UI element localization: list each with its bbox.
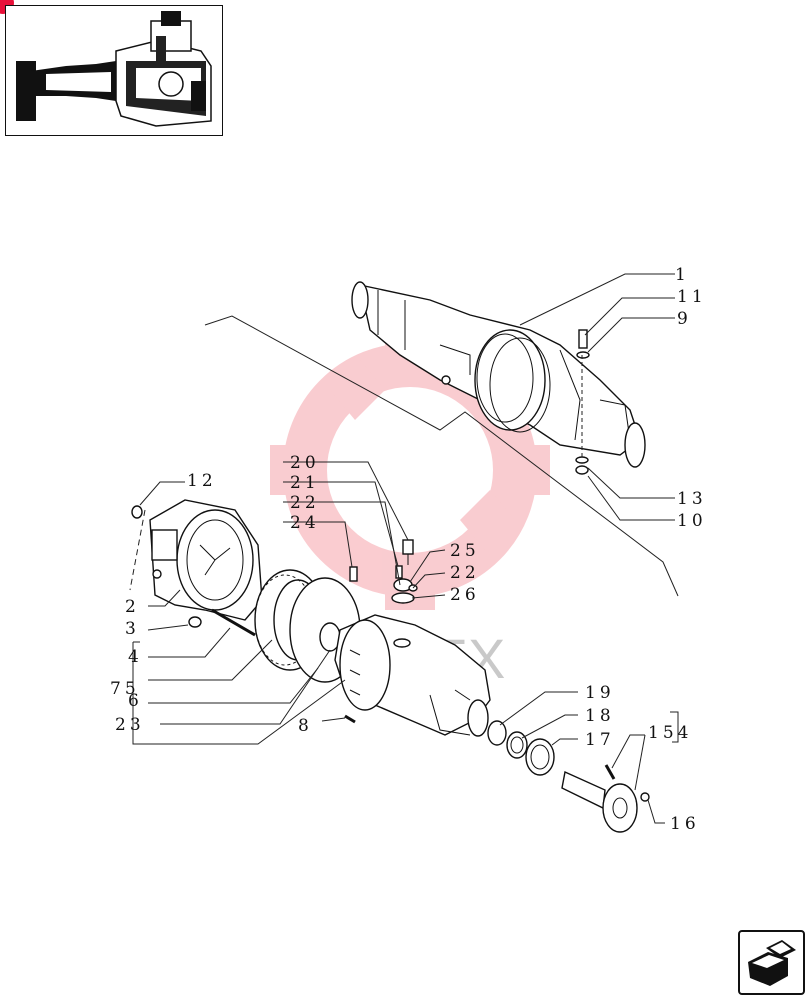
screw-8-part [344, 714, 356, 724]
seal-19-part [487, 720, 507, 746]
label-17: 17 [585, 730, 615, 750]
label-9: 9 [677, 309, 692, 329]
label-12: 12 [187, 471, 217, 491]
label-16: 16 [670, 814, 700, 834]
label-8: 8 [298, 716, 313, 736]
axle-overview-icon [16, 11, 212, 127]
arrow-forward-box-icon [748, 940, 796, 986]
label-2: 2 [125, 597, 140, 617]
label-23: 23 [115, 715, 145, 735]
center-housing-part [334, 614, 491, 737]
label-20: 20 [290, 453, 320, 473]
label-10: 10 [677, 511, 707, 531]
next-page-button[interactable] [738, 930, 805, 995]
label-75: 75 [110, 679, 140, 699]
label-13: 13 [677, 489, 707, 509]
label-4: 4 [128, 647, 143, 667]
plug-3-part [188, 616, 202, 628]
label-21: 21 [290, 473, 320, 493]
label-11: 11 [677, 287, 707, 307]
axle-housing-part [351, 281, 646, 468]
bolt-11-part [576, 329, 590, 359]
label-18: 18 [585, 706, 615, 726]
overview-thumbnail[interactable] [5, 5, 223, 136]
carrier-part [149, 499, 263, 621]
pin-4-part [211, 608, 256, 637]
nut-16-part [640, 792, 650, 802]
label-6: 6 [128, 691, 143, 711]
label-26: 26 [450, 585, 480, 605]
bearing-17-part [525, 738, 555, 776]
callout-labels: 1 11 9 13 10 12 20 21 22 24 25 22 26 2 3… [110, 265, 707, 834]
axle-shaft-part [561, 770, 638, 833]
label-1: 1 [675, 265, 690, 285]
pin-24-part [349, 566, 358, 582]
label-154: 154 [648, 723, 692, 743]
bearing-18-part [506, 731, 528, 759]
washer-13-part [575, 456, 589, 475]
plug-12-part [131, 505, 143, 519]
label-24: 24 [290, 513, 320, 533]
label-25: 25 [450, 541, 480, 561]
label-3: 3 [125, 619, 140, 639]
section-line [204, 315, 679, 597]
label-19: 19 [585, 683, 615, 703]
label-22-lower: 22 [450, 563, 480, 583]
bolt-154-part [604, 764, 616, 780]
label-22-upper: 22 [290, 493, 320, 513]
leader-lines [132, 273, 679, 824]
